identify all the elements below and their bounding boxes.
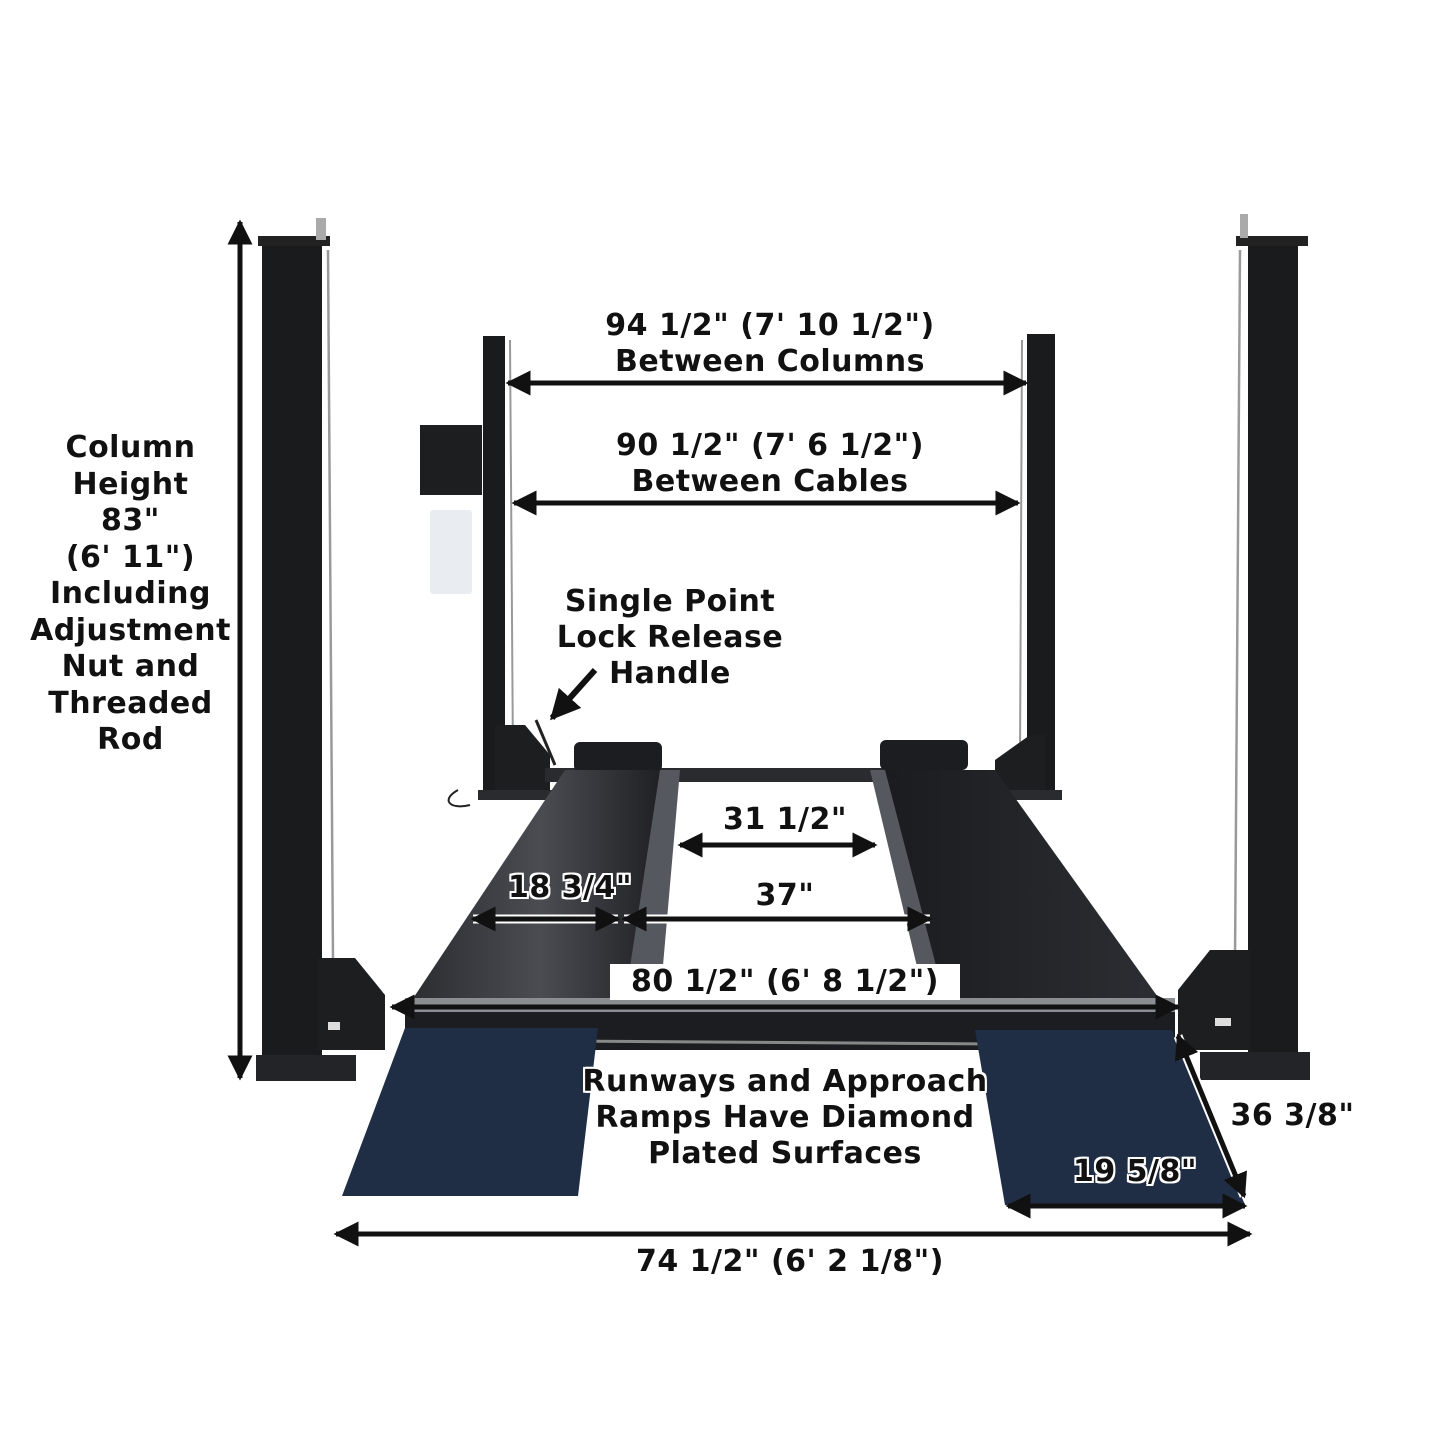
left-runway-rail <box>625 770 680 1000</box>
column-height-line: Including <box>49 576 212 611</box>
runway-length-label: 80 1/2" (6' 8 1/2") <box>610 964 960 1000</box>
between-cables-caption: Between Cables <box>631 464 909 499</box>
column-height-line: Height <box>72 466 189 502</box>
lock-release-line: Handle <box>609 656 731 691</box>
outer-gap-label: 37" <box>755 878 815 913</box>
between-cables-label: 90 1/2" (7' 6 1/2") Between Cables <box>560 428 980 500</box>
inner-gap-label: 31 1/2" <box>722 802 848 837</box>
column-height-line: Rod <box>97 722 164 757</box>
right-runway-rail <box>870 770 945 1000</box>
lock-release-line: Lock Release <box>556 620 784 655</box>
front-left-column <box>256 218 385 1081</box>
power-unit <box>420 425 482 808</box>
between-columns-label: 94 1/2" (7' 10 1/2") Between Columns <box>560 308 980 380</box>
ramp-width-label: 19 5/8" <box>1072 1154 1198 1189</box>
rear-right-column <box>995 334 1062 800</box>
rear-left-column <box>478 336 556 800</box>
ramp-length-dimension <box>1175 1033 1247 1199</box>
between-cables-value: 90 1/2" (7' 6 1/2") <box>615 428 925 463</box>
column-height-line: Nut and <box>61 649 200 684</box>
column-height-line: 83" <box>101 503 160 538</box>
front-right-column <box>1178 214 1310 1080</box>
surfaces-note-label: Runways and Approach Ramps Have Diamond … <box>560 1064 1010 1172</box>
surfaces-note-line: Runways and Approach <box>582 1064 988 1099</box>
column-height-line: (6' 11") <box>65 539 196 575</box>
runway-width-label: 18 3/4" <box>507 870 633 905</box>
lock-release-arrow <box>549 667 598 721</box>
lock-release-label: Single Point Lock Release Handle <box>540 584 800 692</box>
column-height-label: Column Height 83" (6' 11") Including Adj… <box>18 430 243 759</box>
column-height-line: Column <box>65 430 196 465</box>
overall-width-label: 74 1/2" (6' 2 1/8") <box>635 1244 945 1279</box>
left-runway <box>412 770 670 1000</box>
column-height-line: Threaded <box>48 685 213 721</box>
rear-stop-left <box>574 742 662 772</box>
rear-stop-right <box>880 740 968 770</box>
column-height-line: Adjustment <box>30 612 231 648</box>
left-approach-ramp <box>342 1028 598 1196</box>
between-columns-value: 94 1/2" (7' 10 1/2") <box>605 308 935 343</box>
between-columns-caption: Between Columns <box>614 344 925 379</box>
lock-release-handle <box>534 719 557 766</box>
lock-release-line: Single Point <box>564 584 776 619</box>
surfaces-note-line: Plated Surfaces <box>648 1136 922 1171</box>
surfaces-note-line: Ramps Have Diamond <box>595 1100 975 1135</box>
ramp-length-label: 36 3/8" <box>1230 1098 1355 1133</box>
right-runway <box>875 770 1160 1000</box>
